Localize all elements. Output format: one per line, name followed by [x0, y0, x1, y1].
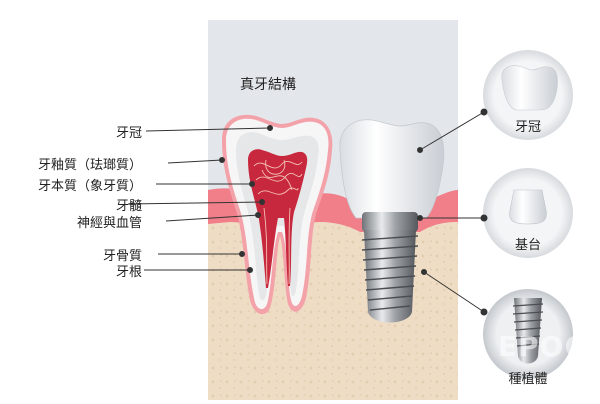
label-enamel: 牙釉質（珐瑯質） — [37, 158, 142, 173]
implant-threads — [361, 235, 419, 311]
implant-crown — [339, 119, 445, 219]
fixture-thumbnail — [514, 298, 542, 364]
nerve-network — [253, 159, 303, 285]
left-leader-lines — [127, 125, 273, 273]
label-nerves-vessels: 神經與血管 — [76, 216, 142, 231]
watermark-logo: EPOCH — [498, 330, 600, 363]
pulp-chamber — [248, 149, 308, 288]
label-implant-fixture: 種植體 — [508, 372, 548, 387]
crown-thumbnail — [501, 65, 558, 111]
label-dentin: 牙本質（象牙質） — [37, 179, 142, 194]
label-implant-crown: 牙冠 — [514, 120, 541, 135]
label-root: 牙根 — [115, 265, 142, 280]
label-pulp: 牙髓 — [115, 199, 142, 214]
diagram-title: 真牙結構 — [240, 77, 296, 93]
right-leader-lines — [417, 108, 488, 316]
implant-abutment — [362, 212, 418, 232]
label-cementum: 牙骨質 — [102, 249, 142, 264]
label-implant-abutment: 基台 — [514, 238, 541, 253]
label-crown: 牙冠 — [115, 126, 142, 141]
fixture-thumbnail-threads — [512, 303, 544, 347]
abutment-thumbnail — [509, 189, 547, 225]
